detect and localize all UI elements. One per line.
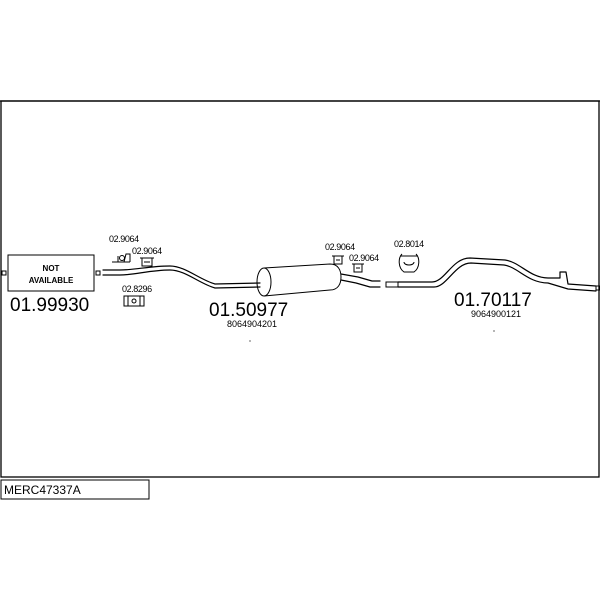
part-01-70117[interactable]: 01.70117 9064900121 [385, 257, 600, 332]
oem-number-8064904201: 8064904201 [227, 319, 277, 329]
rear-pipe-upper [340, 273, 381, 282]
part-number-01-70117: 01.70117 [454, 290, 532, 311]
silencer-front-end [256, 267, 272, 297]
fitting-code: 02.8296 [122, 284, 152, 294]
hanger-icon [332, 255, 344, 265]
fitting-code: 02.9064 [132, 246, 162, 256]
front-pipe-upper [102, 265, 261, 285]
bracket-icon [123, 295, 145, 307]
connector-marker-end [595, 285, 600, 291]
not-available-line-1: NOT [43, 264, 60, 273]
fitting-02-8014[interactable]: 02.8014 [394, 239, 425, 273]
fitting-code: 02.9064 [325, 242, 355, 252]
fitting-code: 02.9064 [349, 253, 379, 263]
part-number-01-50977: 01.50977 [209, 300, 288, 321]
dot-marker-2 [493, 330, 495, 332]
connector-marker-left [1, 270, 7, 276]
reference-code: MERC47337A [4, 483, 81, 497]
not-available-box [7, 254, 95, 292]
part-number-01-99930: 01.99930 [10, 295, 89, 316]
connector-marker-right [95, 270, 101, 276]
reference-box-border [0, 479, 150, 500]
fitting-02-9064-c[interactable]: 02.9064 [325, 242, 356, 265]
fitting-02-9064-b[interactable]: 02.9064 [132, 246, 163, 267]
clamp-icon [398, 253, 420, 273]
fitting-code: 02.8014 [394, 239, 424, 249]
silencer-body [263, 263, 342, 297]
hanger-bolt-icon [119, 255, 125, 261]
reference-box: MERC47337A [0, 479, 150, 500]
front-pipe-lower [102, 269, 261, 289]
tailpipe-lower [397, 262, 597, 292]
dot-marker [249, 340, 251, 342]
oem-number-9064900121: 9064900121 [471, 309, 521, 319]
fitting-02-8296[interactable]: 02.8296 [122, 284, 153, 307]
bracket-hole-icon [131, 298, 137, 304]
hanger-icon [352, 263, 364, 273]
clamp-band-icon [400, 255, 418, 266]
part-01-50977[interactable]: 01.50977 8064904201 [102, 263, 381, 342]
tailpipe-upper [397, 257, 597, 287]
fitting-code: 02.9064 [109, 234, 139, 244]
diagram-frame [0, 100, 600, 478]
part-01-99930[interactable]: NOT AVAILABLE 01.99930 [1, 254, 101, 316]
hanger-icon [140, 257, 154, 267]
rear-pipe-lower [340, 279, 381, 288]
fitting-02-9064-d[interactable]: 02.9064 [349, 253, 380, 273]
fitting-02-9064-a[interactable]: 02.9064 [109, 234, 140, 263]
rear-section-inlet [385, 281, 399, 288]
not-available-line-2: AVAILABLE [29, 276, 74, 285]
